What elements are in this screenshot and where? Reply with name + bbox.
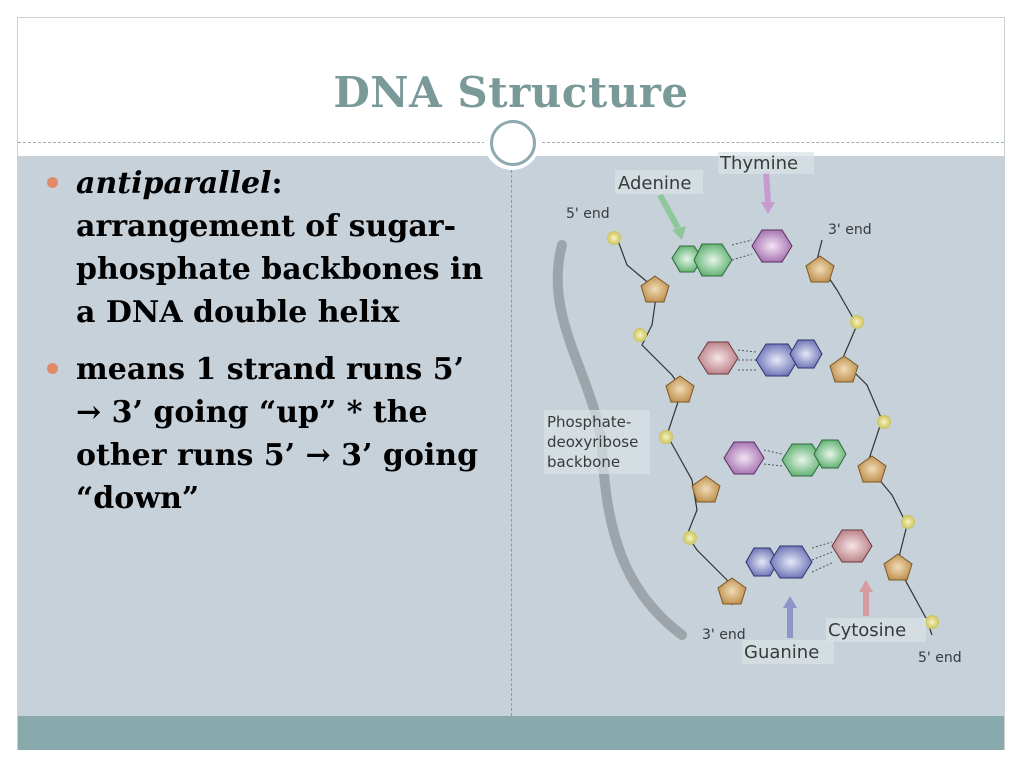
adenine-base (671, 245, 703, 273)
sugar-icon (805, 255, 835, 283)
adenine-arrow (657, 193, 681, 230)
sugar-icon (665, 375, 695, 403)
right-strand (816, 239, 933, 636)
bullet-dot-icon (47, 363, 58, 374)
circle-ornament-inner (490, 120, 536, 166)
guanine-base (789, 339, 823, 369)
backbone-label-line2: deoxyribose (547, 433, 638, 451)
bullet-dot-icon (47, 177, 58, 188)
dna-diagram: Adenine Thymine 5' end 3' end Phosphate-… (544, 152, 962, 666)
footer-bar (18, 716, 1004, 750)
three-end-bottom-label: 3' end (702, 627, 746, 643)
adenine-base (781, 443, 823, 477)
thymine-arrow (763, 171, 771, 203)
phosphate-icon (607, 231, 621, 245)
bullet-text: arrangement of sugar-phosphate backbones… (76, 209, 484, 330)
phosphate-icon (850, 315, 864, 329)
guanine-base (745, 547, 779, 577)
sugar-icon (829, 355, 859, 383)
column-divider (511, 160, 512, 716)
phosphate-icon (901, 515, 915, 529)
backbone-label-line3: backbone (547, 453, 620, 471)
slide-title: DNA Structure (333, 68, 689, 117)
bullet-item-strand-direction: means 1 strand runs 5’ → 3’ going “up” *… (44, 348, 484, 520)
sugar-icon (691, 475, 721, 503)
thymine-base (751, 229, 793, 263)
cytosine-base (831, 529, 873, 563)
phosphate-icon (659, 430, 673, 444)
adenine-base (693, 243, 733, 277)
five-end-bottom-label: 5' end (918, 650, 962, 666)
cytosine-label: Cytosine (828, 620, 906, 641)
sugar-icon (640, 275, 670, 303)
three-end-top-label: 3' end (828, 222, 872, 238)
bullet-term: antiparallel (76, 166, 272, 201)
sugar-icon (883, 553, 913, 581)
five-end-top-label: 5' end (566, 206, 610, 222)
bullet-list: antiparallel: arrangement of sugar-phosp… (44, 162, 484, 534)
bullet-colon: : (271, 166, 283, 201)
thymine-base (723, 441, 765, 475)
phosphate-icon (633, 328, 647, 342)
backbone-label-line1: Phosphate- (547, 413, 631, 431)
cytosine-base (697, 341, 739, 375)
guanine-label: Guanine (744, 642, 819, 663)
guanine-base (769, 545, 813, 579)
bullet-text: means 1 strand runs 5’ → 3’ going “up” *… (76, 352, 479, 516)
phosphate-icon (877, 415, 891, 429)
adenine-base (813, 439, 847, 469)
guanine-base (755, 343, 799, 377)
thymine-label: Thymine (719, 153, 798, 174)
phosphate-icon (683, 531, 697, 545)
sugar-icon (857, 455, 887, 483)
phosphate-icon (925, 615, 939, 629)
sugar-icon (717, 577, 747, 605)
adenine-label: Adenine (618, 173, 691, 194)
bullet-item-antiparallel: antiparallel: arrangement of sugar-phosp… (44, 162, 484, 334)
